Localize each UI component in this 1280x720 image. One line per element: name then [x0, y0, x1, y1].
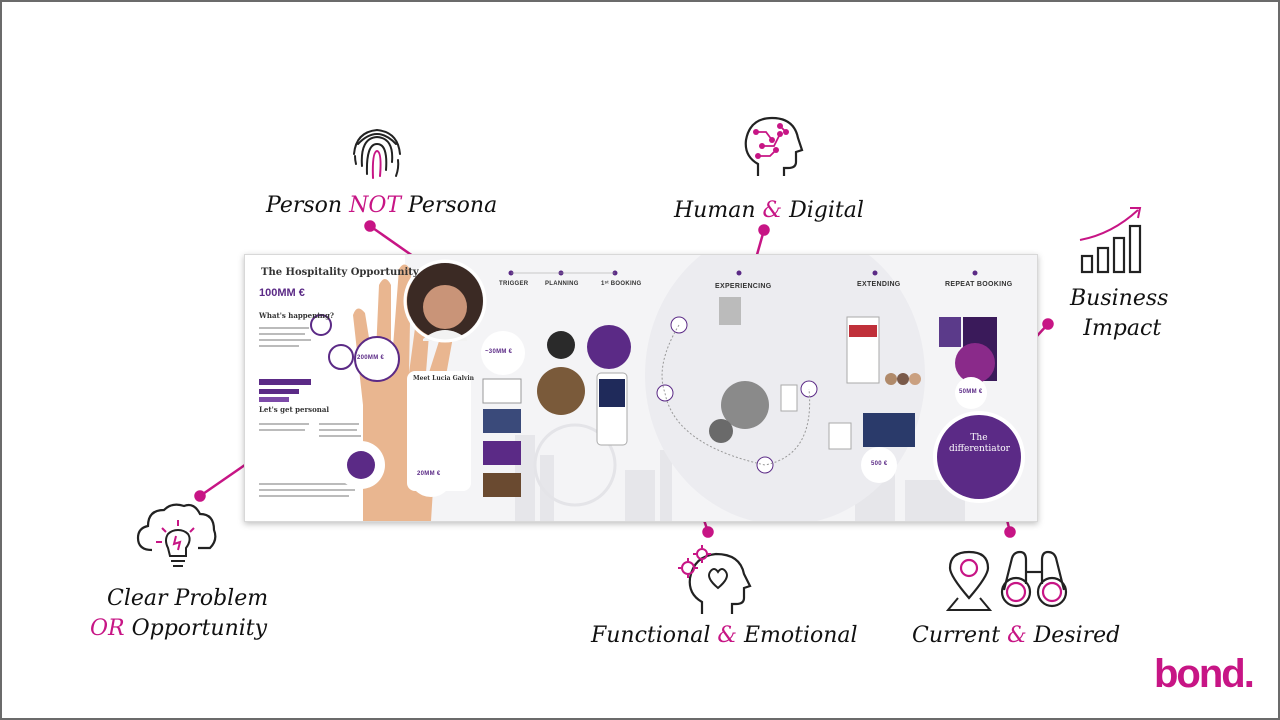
human-text-1: Human	[674, 198, 763, 223]
functional-text-2: Emotional	[736, 623, 858, 648]
label-current-desired: Current & Desired	[912, 621, 1120, 651]
label-clear-problem: Clear Problem OR Opportunity	[90, 584, 268, 644]
board-stat-500: 500 €	[871, 461, 888, 467]
label-person-not-persona: Person NOT Persona	[266, 191, 497, 221]
person-text-2: Persona	[401, 193, 498, 218]
board-stat-200: 200MM €	[357, 355, 385, 361]
clear-line-1: Clear Problem	[107, 586, 269, 611]
bond-logo: bond.	[1154, 652, 1255, 696]
label-human-digital: Human & Digital	[674, 196, 864, 226]
board-stat-20: 20MM €	[417, 471, 441, 477]
connector-current-dot	[1004, 526, 1016, 538]
connector-business-dot	[1042, 318, 1054, 330]
board-q1: What's happening?	[259, 311, 334, 320]
board-stat-30: ~30MM €	[485, 349, 513, 355]
journey-map-graphics	[245, 255, 1025, 521]
stage-booking: 1ˢᵗ BOOKING	[601, 281, 642, 287]
person-text-1: Person	[266, 193, 350, 218]
stage-experiencing: EXPERIENCING	[715, 283, 772, 290]
growth-chart-icon	[1079, 207, 1142, 274]
connector-human-dot	[758, 224, 770, 236]
board-stat-50: 50MM €	[959, 389, 983, 395]
human-accent: &	[762, 198, 783, 223]
business-line-2: Impact	[1083, 316, 1162, 341]
clear-accent: OR	[90, 616, 125, 641]
head-circuit-icon	[744, 116, 804, 176]
business-line-1: Business	[1070, 286, 1169, 311]
binoculars-icon	[1000, 550, 1068, 608]
fingerprint-icon	[353, 128, 401, 179]
functional-text-1: Functional	[591, 623, 718, 648]
stage-trigger: TRIGGER	[499, 281, 529, 287]
functional-accent: &	[717, 623, 737, 648]
connector-person-dot	[364, 220, 376, 232]
journey-map-board: The Hospitality Opportunity 100MM € What…	[244, 254, 1038, 522]
map-pin-icon	[946, 550, 992, 611]
head-gears-heart-icon	[678, 545, 752, 614]
connector-functional-dot	[702, 526, 714, 538]
current-text-1: Current	[912, 623, 1008, 648]
board-stat-main: 100MM €	[259, 287, 305, 299]
connector-clear-dot	[194, 490, 206, 502]
current-text-2: Desired	[1026, 623, 1121, 648]
label-functional-emotional: Functional & Emotional	[591, 621, 858, 651]
stage-planning: PLANNING	[545, 281, 579, 287]
label-business-impact: Business Impact	[1070, 284, 1168, 344]
cloud-lightbulb-icon	[136, 503, 217, 567]
person-accent: NOT	[349, 193, 402, 218]
stage-extending: EXTENDING	[857, 281, 901, 288]
board-differentiator: The differentiator	[949, 433, 1010, 455]
board-differentiator-line1: The	[970, 433, 988, 443]
clear-line-2: Opportunity	[124, 616, 268, 641]
human-text-2: Digital	[782, 198, 864, 223]
board-meet: Meet Lucia Galvin	[413, 375, 475, 382]
board-title: The Hospitality Opportunity	[261, 267, 419, 278]
stage-repeat-booking: REPEAT BOOKING	[945, 281, 1013, 288]
board-q2: Let's get personal	[259, 405, 330, 414]
current-accent: &	[1007, 623, 1027, 648]
board-differentiator-line2: differentiator	[949, 444, 1010, 454]
